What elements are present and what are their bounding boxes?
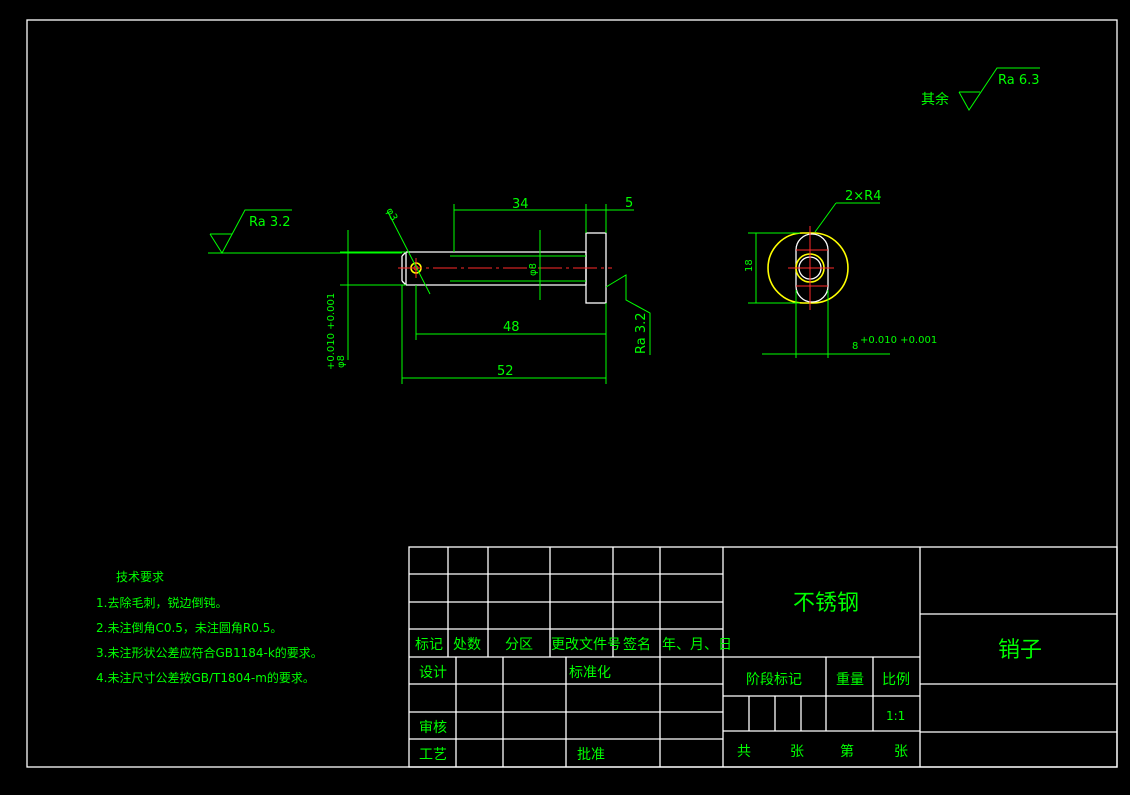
title-block: 标记 处数 分区 更改文件号 签名 年、月、日 设计 标准化 审核 工艺 批准 … <box>408 546 1118 768</box>
tech-requirement-3: 3.未注形状公差应符合GB1184-k的要求。 <box>96 645 323 660</box>
dim-side-width: 8 <box>852 341 858 352</box>
tb-label-approve: 批准 <box>577 747 605 763</box>
front-view: 34 5 48 52 φ8 +0.010 +0.001 φ8 φ3 <box>208 196 651 384</box>
dim-head-height: 18 <box>744 259 755 272</box>
tb-part-name: 销子 <box>998 638 1042 663</box>
dim-52: 52 <box>497 364 514 379</box>
tb-label-sign: 签名 <box>623 636 651 653</box>
tb-label-scale: 比例 <box>882 672 910 688</box>
dim-48: 48 <box>503 320 520 335</box>
dim-dia-8-tol: +0.010 +0.001 <box>326 293 337 370</box>
dim-shaft-center: φ8 <box>528 263 539 276</box>
dim-34: 34 <box>512 197 529 212</box>
tb-label-weight: 重量 <box>836 672 864 688</box>
dim-5: 5 <box>625 196 633 211</box>
tb-label-zone: 分区 <box>505 637 533 653</box>
tb-label-count: 处数 <box>453 637 481 653</box>
tb-material: 不锈钢 <box>793 591 859 616</box>
tb-label-sheet-no: 第 <box>840 743 854 760</box>
tech-requirements: 技术要求 1.去除毛刺，锐边倒钝。 2.未注倒角C0.5，未注圆角R0.5。 3… <box>96 570 323 685</box>
right-roughness-symbol: Ra 3.2 <box>605 274 651 355</box>
tech-requirement-4: 4.未注尺寸公差按GB/T1804-m的要求。 <box>96 670 315 685</box>
tech-requirement-1: 1.去除毛刺，锐边倒钝。 <box>96 595 227 610</box>
tb-label-stage-mark: 阶段标记 <box>746 672 802 688</box>
tb-label-total: 共 <box>737 744 751 760</box>
tb-label-sheet: 张 <box>894 744 908 760</box>
tb-label-doc-no: 更改文件号 <box>551 637 621 653</box>
tech-requirement-2: 2.未注倒角C0.5，未注圆角R0.5。 <box>96 620 282 635</box>
side-slot-outline <box>767 232 849 304</box>
side-view: 18 2×R4 8 +0.010 +0.001 <box>744 189 937 358</box>
general-roughness-prefix: 其余 <box>921 91 949 108</box>
tb-label-standardize: 标准化 <box>569 665 611 681</box>
tb-label-process: 工艺 <box>419 747 447 763</box>
dim-dia-8-main: φ8 <box>336 355 347 368</box>
tb-label-review: 审核 <box>419 720 447 736</box>
tb-label-design: 设计 <box>419 665 447 681</box>
dim-hole-dia: φ3 <box>383 206 399 223</box>
dim-side-tol: +0.010 +0.001 <box>860 335 937 346</box>
dim-radius: 2×R4 <box>845 189 881 204</box>
tb-label-mark: 标记 <box>415 637 443 653</box>
general-roughness-value: Ra 6.3 <box>998 73 1040 88</box>
left-roughness-value: Ra 3.2 <box>249 215 291 230</box>
right-roughness-value: Ra 3.2 <box>634 312 649 354</box>
tb-label-date: 年、月、日 <box>662 637 732 653</box>
left-roughness-symbol: Ra 3.2 <box>208 209 402 254</box>
tb-scale-value: 1:1 <box>886 709 905 723</box>
general-roughness-symbol: 其余 Ra 6.3 <box>921 67 1040 111</box>
tech-requirements-title: 技术要求 <box>116 570 164 584</box>
tb-label-sheets: 张 <box>790 744 804 760</box>
